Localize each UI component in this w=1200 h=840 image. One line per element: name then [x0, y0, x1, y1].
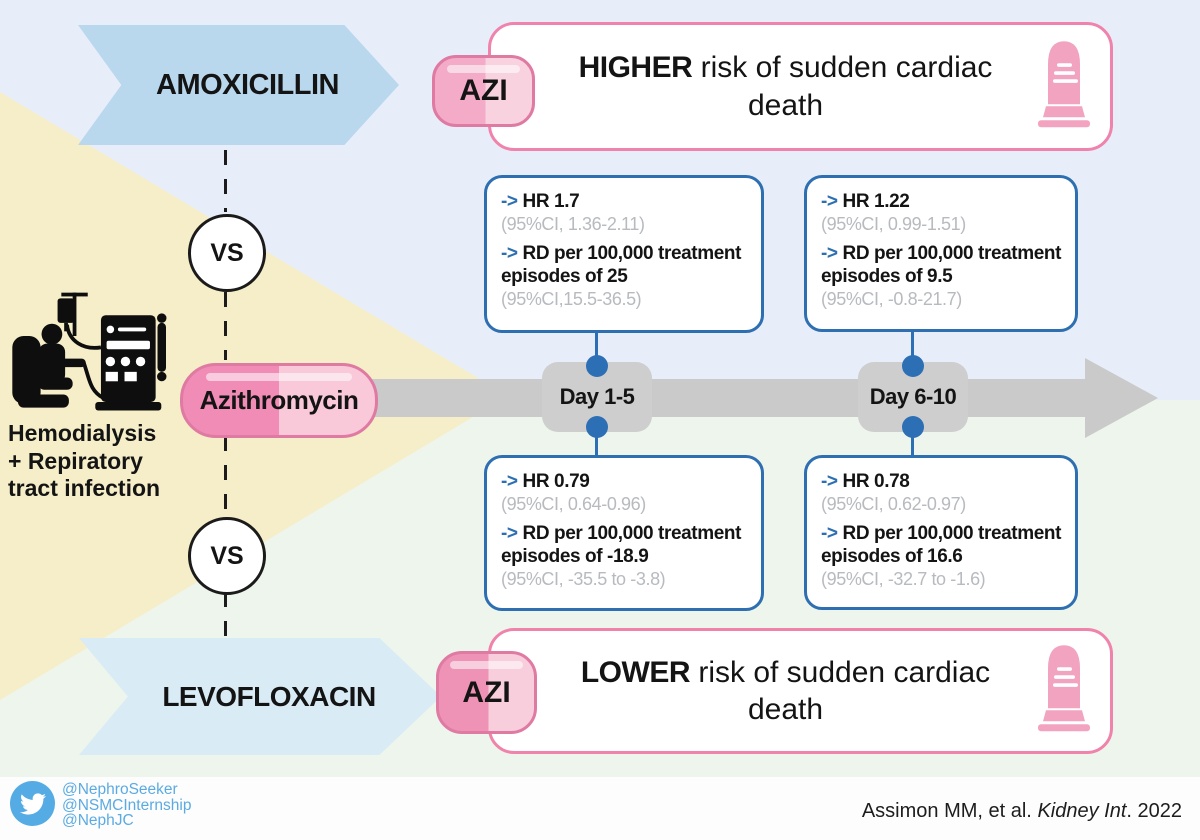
arrow-icon: ->	[501, 522, 518, 544]
population-label: Hemodialysis + Repiratory tract infectio…	[8, 420, 160, 503]
connector-line	[911, 434, 914, 458]
azithromycin-label: Azithromycin	[199, 385, 359, 415]
hr-value: HR 1.22	[842, 191, 910, 212]
banner-amoxicillin: AMOXICILLIN	[78, 25, 399, 145]
citation-year: . 2022	[1126, 800, 1182, 822]
rd-line: -> RD per 100,000 treatment episodes of …	[821, 242, 1065, 288]
rd-line: -> RD per 100,000 treatment episodes of …	[501, 522, 751, 568]
rd-line: -> RD per 100,000 treatment episodes of …	[501, 242, 751, 288]
lower-emphasis: LOWER	[580, 655, 691, 689]
arrow-icon: ->	[821, 242, 838, 264]
banner-levofloxacin-label: LEVOFLOXACIN	[162, 680, 376, 712]
hemodialysis-patient-icon	[10, 287, 190, 424]
rd-value: RD per 100,000 treatment episodes of 16.…	[821, 522, 1062, 567]
hr-value: HR 0.78	[842, 471, 910, 492]
twitter-handle: @NephroSeeker	[62, 781, 178, 798]
day6-10-label: Day 6-10	[869, 384, 957, 409]
population-line-3: tract infection	[8, 475, 161, 502]
hr-line: -> HR 1.7	[501, 190, 751, 213]
vs-label: VS	[210, 238, 244, 267]
timeline-node-dot	[902, 416, 924, 438]
stat-box-levofloxacin-day6-10: -> HR 0.78 (95%CI, 0.62-0.97) -> RD per …	[804, 455, 1078, 610]
citation-authors: Assimon MM, et al.	[861, 800, 1038, 822]
rd-value: RD per 100,000 treatment episodes of 25	[501, 242, 742, 287]
dashed-line-segment	[224, 292, 227, 360]
arrow-icon: ->	[821, 522, 838, 544]
connector-line	[595, 434, 598, 458]
stat-box-levofloxacin-day1-5: -> HR 0.79 (95%CI, 0.64-0.96) -> RD per …	[484, 455, 764, 611]
rd-value: RD per 100,000 treatment episodes of -18…	[501, 522, 742, 567]
timeline-node-dot	[902, 355, 924, 377]
azi-label: AZI	[462, 675, 511, 709]
higher-risk-text: HIGHER risk of sudden cardiac death	[543, 49, 1028, 124]
arrow-icon: ->	[821, 191, 838, 212]
hr-ci: (95%CI, 1.36-2.11)	[501, 214, 645, 235]
connector-line	[595, 331, 598, 359]
citation-journal: Kidney Int	[1037, 800, 1127, 822]
citation: Assimon MM, et al. Kidney Int. 2022	[862, 800, 1182, 823]
result-box-lower-risk: LOWER risk of sudden cardiac death	[488, 628, 1113, 754]
pill-gloss	[206, 373, 352, 381]
hr-ci: (95%CI, 0.64-0.96)	[501, 494, 646, 515]
lower-risk-text: LOWER risk of sudden cardiac death	[543, 654, 1028, 729]
twitter-icon	[10, 781, 55, 826]
timeline-period-day1-5: Day 1-5	[542, 362, 652, 432]
rd-ci: (95%CI, -35.5 to -3.8)	[501, 569, 666, 590]
twitter-handle: @NephJC	[62, 812, 134, 829]
hr-line: -> HR 0.78	[821, 470, 1065, 493]
azi-pill-top: AZI	[432, 55, 535, 127]
tombstone-icon	[1032, 32, 1096, 142]
arrow-icon: ->	[821, 471, 838, 492]
arrow-icon: ->	[501, 242, 518, 264]
stat-box-amoxicillin-day6-10: -> HR 1.22 (95%CI, 0.99-1.51) -> RD per …	[804, 175, 1078, 332]
timeline-arrowhead-icon	[1085, 358, 1158, 438]
stat-box-amoxicillin-day1-5: -> HR 1.7 (95%CI, 1.36-2.11) -> RD per 1…	[484, 175, 764, 333]
dashed-line-segment	[224, 592, 227, 636]
hr-value: HR 0.79	[522, 471, 590, 492]
higher-emphasis: HIGHER	[578, 51, 693, 84]
pill-gloss	[450, 661, 523, 669]
tombstone-icon	[1032, 636, 1096, 746]
banner-amoxicillin-label: AMOXICILLIN	[156, 68, 340, 101]
twitter-handles: @NephroSeeker @NSMCInternship @NephJC	[62, 782, 191, 829]
hr-line: -> HR 0.79	[501, 470, 751, 493]
arrow-icon: ->	[501, 191, 518, 212]
arrow-icon: ->	[501, 471, 518, 492]
azi-pill-bottom: AZI	[436, 651, 537, 734]
rd-ci: (95%CI, -0.8-21.7)	[821, 289, 962, 310]
hr-ci: (95%CI, 0.99-1.51)	[821, 214, 966, 235]
rd-line: -> RD per 100,000 treatment episodes of …	[821, 522, 1065, 568]
banner-levofloxacin: LEVOFLOXACIN	[79, 638, 441, 755]
lower-rest: risk of sudden cardiac death	[690, 655, 991, 727]
azithromycin-pill: Azithromycin	[180, 363, 378, 438]
hr-ci: (95%CI, 0.62-0.97)	[821, 494, 966, 515]
timeline-node-dot	[586, 416, 608, 438]
dashed-line-segment	[224, 150, 227, 212]
rd-ci: (95%CI, -32.7 to -1.6)	[821, 569, 986, 590]
twitter-handle: @NSMCInternship	[62, 796, 192, 814]
result-box-higher-risk: HIGHER risk of sudden cardiac death	[488, 22, 1113, 151]
population-line-1: Hemodialysis	[8, 420, 157, 446]
rd-ci: (95%CI,15.5-36.5)	[501, 289, 642, 310]
hr-value: HR 1.7	[522, 191, 580, 212]
vs-circle-bottom: VS	[188, 517, 266, 595]
vs-circle-top: VS	[188, 214, 266, 292]
pill-gloss	[446, 65, 521, 73]
timeline-node-dot	[586, 355, 608, 377]
footer-strip	[0, 777, 1200, 840]
dashed-line-segment	[224, 436, 227, 514]
population-line-2: + Repiratory	[8, 447, 143, 474]
connector-line	[911, 330, 914, 358]
higher-rest: risk of sudden cardiac death	[692, 51, 993, 122]
vs-label: VS	[210, 541, 244, 570]
day1-5-label: Day 1-5	[559, 384, 635, 409]
azi-label: AZI	[459, 74, 508, 107]
hr-line: -> HR 1.22	[821, 190, 1065, 213]
rd-value: RD per 100,000 treatment episodes of 9.5	[821, 242, 1062, 287]
